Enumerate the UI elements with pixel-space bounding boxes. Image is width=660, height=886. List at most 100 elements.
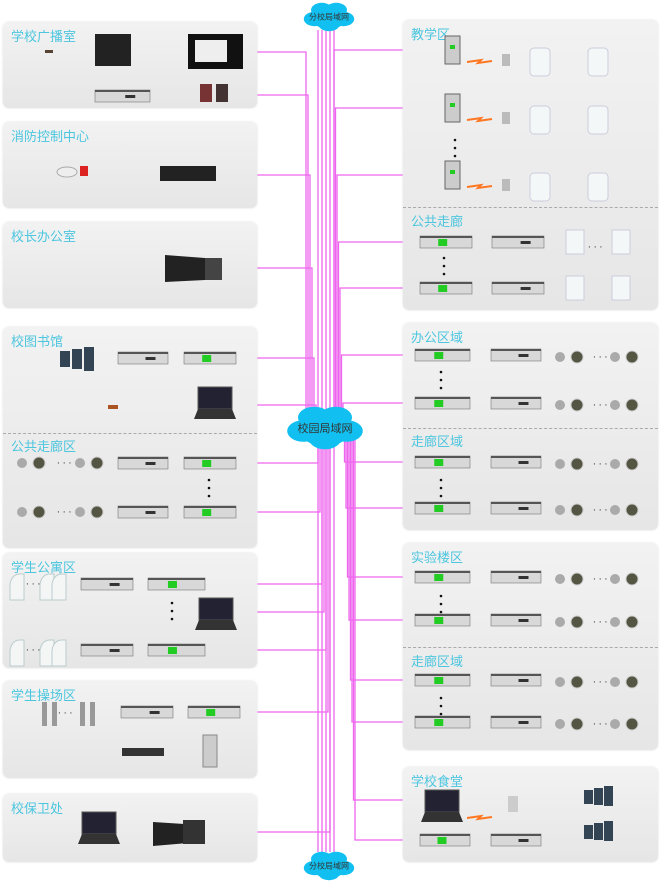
panel-subtitle: 公共走廊区 <box>11 440 77 455</box>
ceiling-speaker-open-icon <box>625 398 639 412</box>
ellipsis: · · · <box>593 353 607 363</box>
rack-top <box>491 716 541 718</box>
wall-speaker-icon <box>529 47 551 77</box>
rack-screen <box>167 581 177 588</box>
rack-top <box>491 834 541 836</box>
rack-display <box>520 287 531 290</box>
ellipsis-dot <box>439 378 443 382</box>
rack-top <box>415 571 470 573</box>
handheld-remote-icon <box>502 112 510 124</box>
laptop-screen <box>424 789 460 813</box>
rack-display <box>109 583 120 586</box>
ellipsis-dot <box>442 272 446 276</box>
rack-screen <box>206 709 216 716</box>
handheld-remote-icon <box>502 54 510 66</box>
wall-speaker-icon <box>9 639 25 667</box>
network-line <box>351 428 415 723</box>
ellipsis-dot <box>439 386 443 390</box>
terminal-screen <box>450 45 455 49</box>
rack-display <box>145 357 156 360</box>
column-speaker-icon <box>604 786 613 806</box>
ceiling-speaker-open-icon <box>625 675 639 689</box>
ellipsis-dot <box>439 486 443 490</box>
amplifier-rack <box>187 705 241 719</box>
ceiling-speaker-icon <box>610 617 620 627</box>
ceiling-speaker-icon <box>17 458 27 468</box>
ellipsis-dot <box>439 712 443 716</box>
wireless-signal-icon <box>466 814 493 821</box>
amplifier-rack <box>490 455 542 469</box>
rack-top <box>148 578 205 580</box>
amplifier-rack <box>491 235 545 249</box>
ceiling-speaker-open-icon <box>32 505 46 519</box>
rack-top <box>81 578 133 580</box>
cloud-campus <box>287 406 363 450</box>
amplifier-rack <box>183 351 237 365</box>
amplifier-rack <box>414 348 471 362</box>
ceiling-speaker-icon <box>610 400 620 410</box>
ellipsis: · · · <box>57 508 71 518</box>
cloud-part <box>318 865 340 881</box>
rack-screen <box>438 285 448 292</box>
smoke-detector-icon <box>56 166 78 178</box>
ceiling-speaker-open-icon <box>90 456 104 470</box>
ellipsis-dot <box>453 146 457 150</box>
laptop <box>195 597 237 630</box>
ceiling-speaker-icon <box>555 719 565 729</box>
mixer-console <box>95 34 131 66</box>
ceiling-speaker-open-icon <box>625 503 639 517</box>
laptop <box>78 811 120 844</box>
rack-top <box>492 282 544 284</box>
ellipsis-dot <box>439 494 443 498</box>
panel-subtitle: 走廊区域 <box>411 435 464 450</box>
ceiling-speaker-icon <box>75 507 85 517</box>
rack-screen <box>434 352 444 359</box>
rack-top <box>184 506 236 508</box>
ceiling-speaker-open-icon <box>570 350 584 364</box>
panel-title: 学校食堂 <box>411 775 464 790</box>
wall-speaker-icon <box>529 105 551 135</box>
panel-title: 办公区域 <box>411 331 464 346</box>
rack-top <box>491 674 541 676</box>
laptop-screen <box>197 386 233 410</box>
cloud-part <box>318 16 340 32</box>
rack-top <box>420 834 470 836</box>
rack-display <box>518 619 529 622</box>
ellipsis: · · · <box>588 243 602 253</box>
ellipsis: · · · <box>593 618 607 628</box>
classroom-terminal <box>444 160 461 190</box>
panel-title: 校长办公室 <box>11 230 77 245</box>
ceiling-speaker-open-icon <box>570 717 584 731</box>
rack-display <box>518 402 529 405</box>
monitor-speaker-icon <box>200 84 212 102</box>
laptop-keyboard <box>194 409 236 419</box>
ellipsis-dot <box>439 704 443 708</box>
rack-top <box>415 456 470 458</box>
ellipsis-dot <box>439 696 443 700</box>
rack-screen <box>434 677 444 684</box>
amplifier-rack <box>183 456 237 470</box>
ceiling-speaker-icon <box>610 352 620 362</box>
network-line <box>345 428 415 509</box>
rack-screen <box>202 355 212 362</box>
network-line <box>354 428 420 841</box>
ceiling-speaker-open-icon <box>570 572 584 586</box>
column-speaker-icon <box>90 702 95 726</box>
panel-title: 学生公寓区 <box>11 561 77 576</box>
rack-top <box>118 352 168 354</box>
ceiling-speaker-open-icon <box>570 675 584 689</box>
ceiling-speaker-icon <box>555 617 565 627</box>
paging-console <box>165 255 205 282</box>
ceiling-speaker-open-icon <box>32 456 46 470</box>
remote-control-icon <box>202 734 218 768</box>
ceiling-speaker-open-icon <box>570 615 584 629</box>
ceiling-speaker-icon <box>610 719 620 729</box>
panel-title: 消防控制中心 <box>11 130 90 145</box>
rack-top <box>121 706 173 708</box>
column-speaker-icon <box>60 351 70 367</box>
column-speaker-icon <box>84 347 94 371</box>
ellipsis-dot <box>442 256 446 260</box>
column-speaker-icon <box>584 790 593 804</box>
rack-top <box>491 614 541 616</box>
ceiling-speaker-icon <box>610 459 620 469</box>
